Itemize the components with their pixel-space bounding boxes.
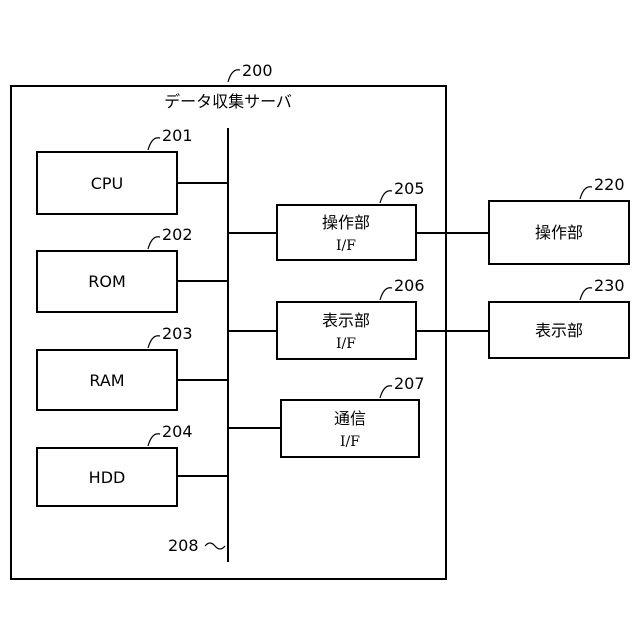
rom-ref: 202 — [162, 225, 193, 244]
hdd-ref: 204 — [162, 422, 193, 441]
op-unit-ref: 220 — [594, 175, 625, 194]
server-title: データ収集サーバ — [164, 92, 292, 111]
op-if-label: 操作部 — [322, 213, 370, 232]
hdd-label: HDD — [89, 468, 126, 487]
op-if-sub: I/F — [336, 238, 356, 254]
op-unit-label: 操作部 — [535, 223, 583, 242]
op-unit-ref-leader — [580, 187, 592, 199]
ram-ref: 203 — [162, 324, 193, 343]
disp-if-ref: 206 — [394, 276, 425, 295]
bus-ref: 208 — [168, 536, 199, 555]
op-if-ref: 205 — [394, 179, 425, 198]
ram-label: RAM — [89, 371, 124, 390]
disp-unit-label: 表示部 — [535, 321, 583, 340]
server-ref-leader — [228, 70, 240, 82]
rom-label: ROM — [88, 272, 126, 291]
disp-if-sub: I/F — [336, 336, 356, 352]
cpu-label: CPU — [91, 174, 124, 193]
disp-unit-ref: 230 — [594, 276, 625, 295]
comm-if-sub: I/F — [340, 434, 360, 450]
server-ref: 200 — [242, 61, 273, 80]
comm-if-label: 通信 — [334, 409, 366, 428]
disp-unit-ref-leader — [580, 288, 592, 300]
cpu-ref: 201 — [162, 126, 193, 145]
disp-if-label: 表示部 — [322, 311, 370, 330]
comm-if-ref: 207 — [394, 374, 425, 393]
